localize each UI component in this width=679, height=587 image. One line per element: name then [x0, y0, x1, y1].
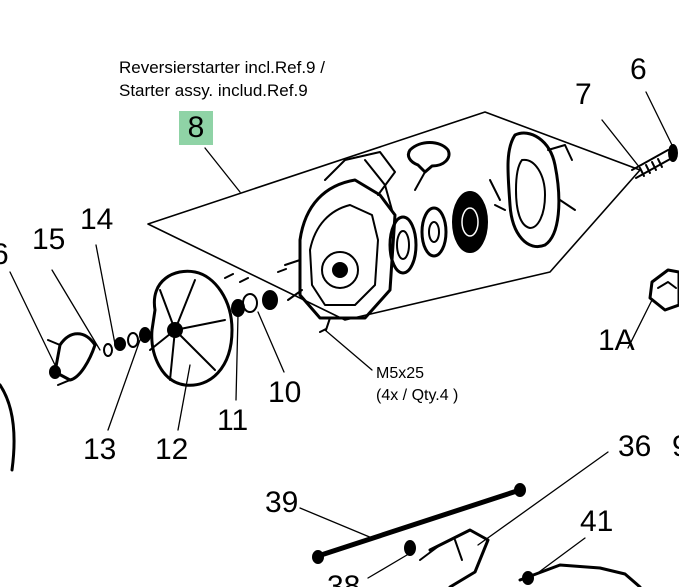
callout-14[interactable]: 14	[80, 203, 114, 236]
callout-10[interactable]: 10	[268, 376, 302, 409]
callout-39[interactable]: 39	[265, 486, 299, 519]
bracket-36	[404, 528, 490, 587]
callout-15[interactable]: 15	[32, 223, 66, 256]
assembly-caption-en: Starter assy. includ.Ref.9	[119, 81, 308, 100]
part-41	[518, 563, 642, 587]
assembly-caption-de: Reversierstarter incl.Ref.9 /	[119, 58, 325, 77]
callout-1a[interactable]: 1A	[598, 324, 635, 357]
fan-wheel	[149, 269, 234, 387]
callout-38[interactable]: 38	[327, 570, 361, 587]
callout-6-left[interactable]: 6	[0, 238, 9, 271]
rod-39	[312, 483, 526, 564]
callout-7[interactable]: 7	[575, 78, 592, 111]
callout-9[interactable]: 9	[672, 432, 679, 462]
callout-11[interactable]: 11	[217, 404, 249, 437]
part-1a	[648, 268, 679, 312]
screw-size-note: M5x25	[376, 365, 425, 382]
leader-lines	[9, 91, 673, 579]
starter-housing	[284, 151, 397, 331]
spring-discs	[388, 179, 506, 275]
callout-36[interactable]: 36	[618, 430, 652, 463]
starter-assembly-outline	[147, 111, 641, 321]
callout-41[interactable]: 41	[580, 505, 614, 538]
callout-6-top[interactable]: 6	[630, 53, 647, 86]
pawl	[47, 332, 97, 386]
highlighted-ref-8[interactable]: 8	[179, 111, 213, 145]
spring-pin	[631, 144, 678, 179]
screw-qty-note: (4x / Qty.4 )	[376, 387, 459, 404]
pulley-cover	[506, 131, 576, 248]
callout-13[interactable]: 13	[83, 433, 117, 466]
left-edge-arc	[0, 383, 16, 472]
callout-12[interactable]: 12	[155, 433, 189, 466]
starter-handle	[406, 141, 451, 191]
